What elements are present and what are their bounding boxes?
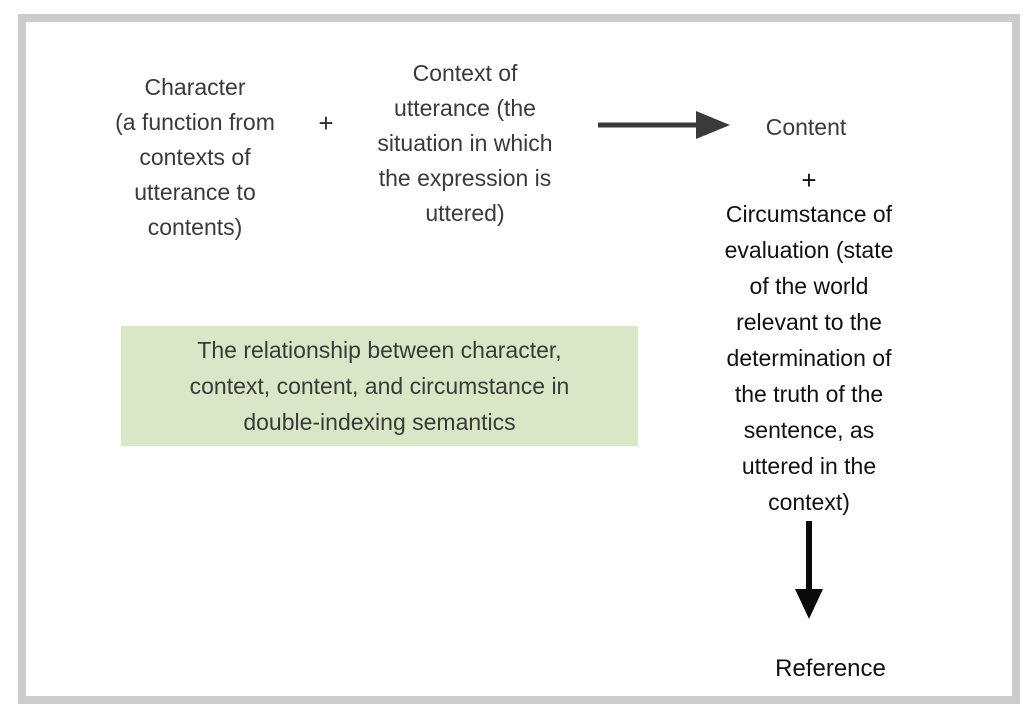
content-label: Content (765, 114, 847, 140)
down-arrow-icon (795, 521, 823, 619)
caption-box: The relationship between character, cont… (121, 326, 638, 446)
plus-sign-right: + (801, 165, 817, 195)
character-block: Character (a function from contexts of u… (115, 74, 275, 240)
circumstance-of-evaluation-block: Circumstance of evaluation (state of the… (724, 201, 894, 515)
context-of-utterance-block: Context of utterance (the situation in w… (377, 60, 553, 226)
plus-sign-top: + (318, 108, 334, 138)
reference-label: Reference (775, 655, 886, 682)
right-arrow-icon (598, 111, 730, 139)
